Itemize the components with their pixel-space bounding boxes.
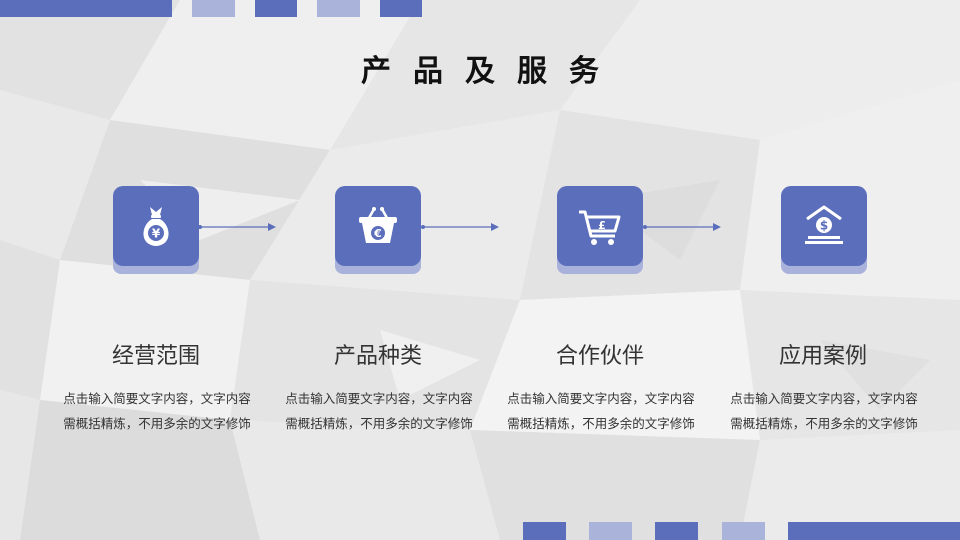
top-deco-bar-4 bbox=[317, 0, 360, 17]
dollar-glyph: $ bbox=[820, 219, 828, 233]
card-description: 点击输入简要文字内容，文字内容需概括精炼，不用多余的文字修饰 bbox=[730, 391, 918, 431]
card-title: 应用案例 bbox=[778, 344, 867, 369]
card-description: 点击输入简要文字内容，文字内容需概括精炼，不用多余的文字修饰 bbox=[285, 391, 473, 431]
card-title: 合作伙伴 bbox=[555, 344, 644, 369]
icon-tile-face: € bbox=[335, 186, 421, 266]
top-deco-bar-3 bbox=[255, 0, 297, 17]
page-title: 产品及服务 bbox=[361, 54, 621, 89]
icon-tile-face: £ bbox=[557, 186, 643, 266]
bottom-deco-bar-2 bbox=[589, 522, 632, 540]
icon-tile: ¥ bbox=[113, 186, 201, 276]
connector-arrow-2 bbox=[421, 223, 499, 231]
bottom-deco-bar-3 bbox=[655, 522, 698, 540]
icon-tile-face: $ bbox=[781, 186, 867, 266]
money-bag-yen-icon: ¥ bbox=[143, 207, 169, 246]
icon-tile: £ bbox=[557, 186, 645, 276]
icon-tile: € bbox=[335, 186, 423, 276]
top-deco-bar-5 bbox=[380, 0, 422, 17]
service-card-4: $ 应用案例 点击输入简要文字内容，文字内容需概括精炼，不用多余的文字修饰 bbox=[693, 186, 953, 476]
icon-tile-face: ¥ bbox=[113, 186, 199, 266]
bottom-deco-bar-5 bbox=[788, 522, 960, 540]
top-deco-bar-2 bbox=[192, 0, 235, 17]
cart-pound-icon: £ bbox=[579, 210, 621, 245]
service-card-2: € 产品种类 点击输入简要文字内容，文字内容需概括精炼，不用多余的文字修饰 bbox=[248, 186, 508, 476]
card-description: 点击输入简要文字内容，文字内容需概括精炼，不用多余的文字修饰 bbox=[507, 391, 695, 431]
connector-arrow-1 bbox=[198, 223, 276, 231]
yen-glyph: ¥ bbox=[152, 227, 161, 241]
service-card-3: £ 合作伙伴 点击输入简要文字内容，文字内容需概括精炼，不用多余的文字修饰 bbox=[470, 186, 730, 476]
connector-arrow-3 bbox=[643, 223, 721, 231]
card-title: 产品种类 bbox=[333, 344, 422, 369]
pound-glyph: £ bbox=[598, 219, 606, 232]
card-title: 经营范围 bbox=[111, 344, 200, 369]
card-description: 点击输入简要文字内容，文字内容需概括精炼，不用多余的文字修饰 bbox=[63, 391, 251, 431]
bottom-deco-bar-1 bbox=[523, 522, 566, 540]
euro-glyph: € bbox=[373, 227, 382, 240]
basket-euro-icon: € bbox=[359, 207, 397, 243]
top-deco-bar-1 bbox=[0, 0, 172, 17]
icon-tile: $ bbox=[781, 186, 869, 276]
bottom-deco-bar-4 bbox=[722, 522, 765, 540]
service-card-1: ¥ 经营范围 点击输入简要文字内容，文字内容需概括精炼，不用多余的文字修饰 bbox=[26, 186, 286, 476]
bank-dollar-icon: $ bbox=[805, 205, 843, 244]
